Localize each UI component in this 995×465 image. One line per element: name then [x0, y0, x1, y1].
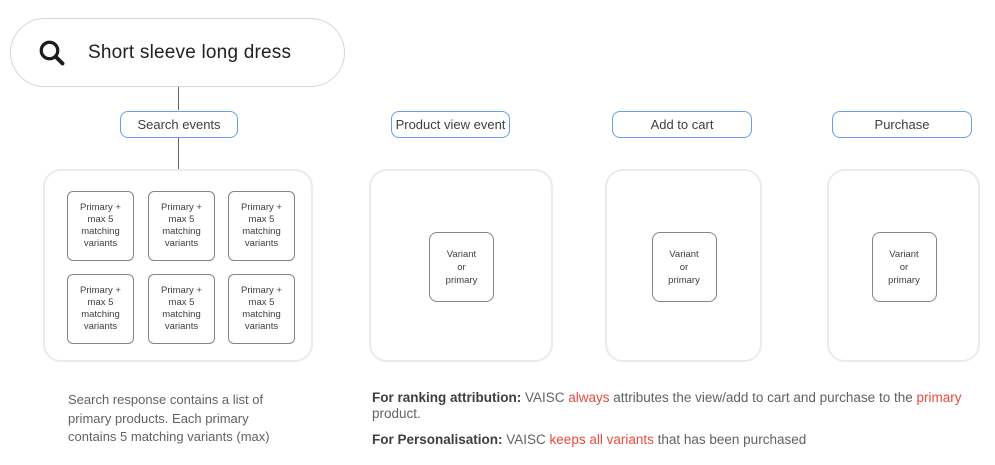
event-label-text: Product view event	[395, 117, 506, 132]
ranking-note-text: attributes the view/add to cart and purc…	[609, 390, 917, 405]
bucket-add-to-cart: Variant or primary	[605, 169, 762, 362]
connector-pill-to-label	[178, 87, 179, 110]
product-box: Primary + max 5 matching variants	[148, 191, 215, 261]
bucket-purchase: Variant or primary	[827, 169, 980, 362]
personalisation-note: For Personalisation: VAISC keeps all var…	[372, 432, 987, 448]
ranking-note-text: VAISC	[521, 390, 569, 405]
bucket-product-view: Variant or primary	[369, 169, 553, 362]
event-label-text: Add to cart	[650, 117, 714, 132]
ranking-note-label: For ranking attribution:	[372, 390, 522, 405]
ranking-attribution-note: For ranking attribution: VAISC always at…	[372, 390, 987, 422]
search-query-text: Short sleeve long dress	[88, 41, 292, 63]
personalisation-note-emphasis: keeps all variants	[549, 432, 654, 447]
event-label-purchase: Purchase	[832, 111, 972, 138]
product-box: Primary + max 5 matching variants	[67, 191, 134, 261]
ranking-note-text: product.	[372, 406, 421, 421]
bucket-search-events: Primary + max 5 matching variants Primar…	[43, 169, 313, 362]
search-response-note: Search response contains a list of prima…	[68, 392, 270, 444]
connector-label-to-bucket	[178, 138, 179, 169]
event-label-add-to-cart: Add to cart	[612, 111, 752, 138]
ranking-note-emphasis: always	[568, 390, 610, 405]
event-label-text: Search events	[137, 117, 221, 132]
personalisation-note-text: VAISC	[502, 432, 550, 447]
variant-box: Variant or primary	[871, 232, 937, 302]
product-box: Primary + max 5 matching variants	[228, 274, 295, 344]
event-label-product-view: Product view event	[391, 111, 510, 138]
variant-box: Variant or primary	[429, 232, 494, 302]
product-box: Primary + max 5 matching variants	[228, 191, 295, 261]
event-label-search-events: Search events	[120, 111, 238, 138]
event-label-text: Purchase	[874, 117, 930, 132]
personalisation-note-text: that has been purchased	[653, 432, 807, 447]
search-input[interactable]: Short sleeve long dress	[10, 18, 345, 87]
variant-box: Variant or primary	[651, 232, 717, 302]
product-box: Primary + max 5 matching variants	[148, 274, 215, 344]
attribution-notes: For ranking attribution: VAISC always at…	[372, 390, 987, 458]
search-icon	[39, 40, 65, 65]
product-box: Primary + max 5 matching variants	[67, 274, 134, 344]
personalisation-note-label: For Personalisation:	[372, 432, 503, 447]
ranking-note-emphasis: primary	[916, 390, 962, 405]
